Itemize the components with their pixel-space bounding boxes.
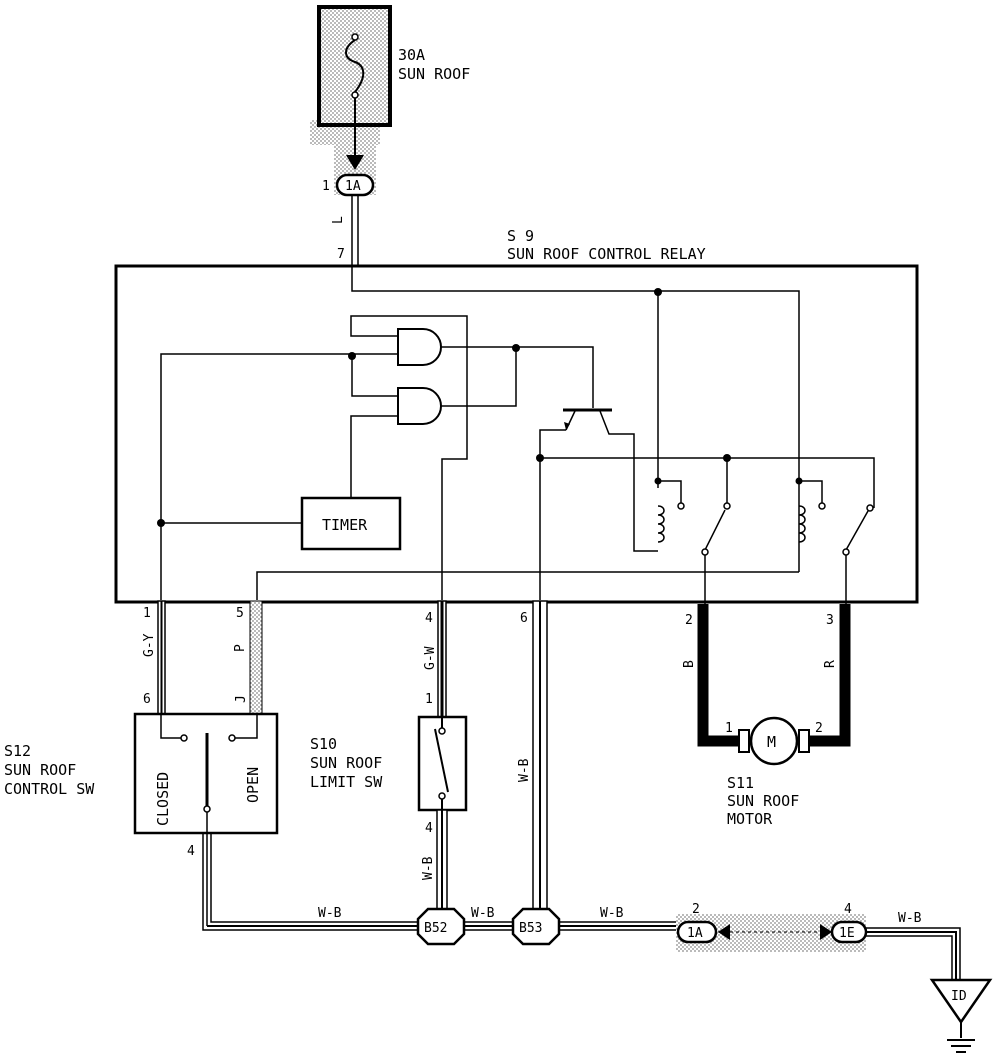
relay-pin-1: 1 <box>143 606 151 621</box>
svg-text:B52: B52 <box>424 921 447 936</box>
coil-icon <box>657 505 665 543</box>
wire-label-wb-bottom1: W-B <box>318 906 342 921</box>
wire-label-wb-limit: W-B <box>421 856 436 880</box>
ground-icon <box>947 1039 975 1053</box>
relay-pin-3: 3 <box>826 613 834 628</box>
wire-label-b: B <box>682 660 697 668</box>
wire-label-r: R <box>823 660 838 668</box>
limit-sw-code: S10 <box>310 735 337 753</box>
svg-text:1A: 1A <box>345 179 361 194</box>
svg-text:1A: 1A <box>687 926 703 941</box>
connector-1a-bottom: 1A 2 <box>676 902 718 944</box>
control-sw-pin-j: J <box>234 695 249 703</box>
svg-text:ID: ID <box>951 989 967 1004</box>
ground-id: ID <box>929 978 993 1053</box>
motor-name-2: MOTOR <box>727 810 773 828</box>
svg-text:B53: B53 <box>519 921 542 936</box>
motor-symbol: M <box>767 733 776 751</box>
motor-pin-2: 2 <box>815 721 823 736</box>
transistor-icon <box>539 408 658 600</box>
control-sw-name-1: SUN ROOF <box>4 761 76 779</box>
svg-text:1E: 1E <box>839 926 855 941</box>
limit-sw-name-2: LIMIT SW <box>310 773 383 791</box>
closed-label: CLOSED <box>154 772 172 826</box>
limit-sw-pin-4: 4 <box>425 821 433 836</box>
control-sw-pin-6: 6 <box>143 692 151 707</box>
wire-label-p: P <box>233 644 248 652</box>
fuse-name: SUN ROOF <box>398 65 470 83</box>
and-gate-icon <box>397 387 442 425</box>
sun-roof-control-relay: S 9 SUN ROOF CONTROL RELAY TIMER <box>114 227 919 605</box>
fuse-rating: 30A <box>398 46 425 64</box>
wire-label-wb-bottom2: W-B <box>471 906 495 921</box>
relay-pin-7: 7 <box>337 247 345 262</box>
wire-label-l: L <box>331 216 346 224</box>
wire-label-gy: G-Y <box>142 633 157 657</box>
sun-roof-motor: M 1 2 S11 SUN ROOF MOTOR <box>725 716 823 828</box>
relay-name: SUN ROOF CONTROL RELAY <box>507 245 706 263</box>
motor-code: S11 <box>727 774 754 792</box>
coil-icon <box>798 505 806 543</box>
svg-text:2: 2 <box>692 902 700 917</box>
control-sw-code: S12 <box>4 742 31 760</box>
fuse-block: 30A SUN ROOF <box>310 5 470 195</box>
splice-b53: B53 <box>511 907 561 946</box>
open-label: OPEN <box>244 767 262 803</box>
connector-1a-top: 1A 1 <box>322 173 375 197</box>
timer-label: TIMER <box>322 516 368 534</box>
control-sw-pin-4: 4 <box>187 844 195 859</box>
motor-icon <box>749 716 799 766</box>
svg-text:1: 1 <box>322 179 330 194</box>
relay-pin-5: 5 <box>236 606 244 621</box>
sun-roof-control-switch: S12 SUN ROOF CONTROL SW 6 J CLOSED OPEN … <box>4 692 279 859</box>
limit-sw-name-1: SUN ROOF <box>310 754 382 772</box>
control-sw-name-2: CONTROL SW <box>4 780 95 798</box>
and-gate-icon <box>397 328 442 366</box>
motor-name-1: SUN ROOF <box>727 792 799 810</box>
relay-pin-4: 4 <box>425 611 433 626</box>
relay-pin-2: 2 <box>685 613 693 628</box>
fuse-icon <box>345 39 365 93</box>
splice-b52: B52 <box>416 907 466 946</box>
wire-label-wb-ground: W-B <box>898 911 922 926</box>
wire-label-wb-bottom3: W-B <box>600 906 624 921</box>
relay-code: S 9 <box>507 227 534 245</box>
connector-1e: 1E 4 <box>830 902 868 944</box>
sun-roof-limit-switch: S10 SUN ROOF LIMIT SW 4 <box>310 715 468 836</box>
wire-label-wb-relay: W-B <box>517 758 532 782</box>
wire-label-gw: G-W <box>423 646 438 670</box>
svg-text:4: 4 <box>844 902 852 917</box>
limit-sw-pin-1: 1 <box>425 692 433 707</box>
motor-pin-1: 1 <box>725 721 733 736</box>
relay-pin-6: 6 <box>520 611 528 626</box>
